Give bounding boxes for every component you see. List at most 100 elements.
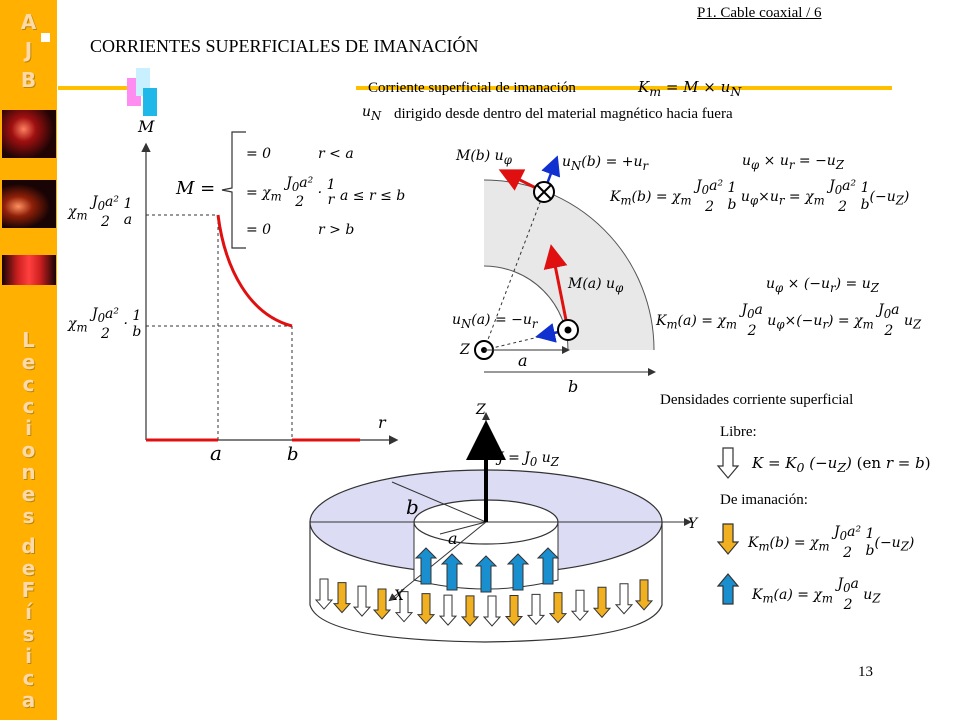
radius-a-3d	[439, 521, 487, 535]
outer-current-arrow	[482, 595, 502, 627]
sidebar-title-letter: í	[25, 600, 32, 624]
outer-current-arrow	[526, 593, 546, 626]
outer-current-arrow	[460, 595, 480, 627]
cyl-label-y: Y	[688, 516, 699, 532]
deco-square-cyan	[143, 88, 157, 116]
inner-current-arrow	[506, 553, 530, 591]
inner-current-arrow	[440, 553, 464, 591]
sidebar-title-letter: d	[21, 534, 36, 558]
inner-current-arrow	[474, 555, 498, 593]
radius-b-3d	[391, 481, 487, 523]
free-label: Libre:	[720, 424, 757, 440]
outer-current-arrow	[416, 593, 436, 625]
outer-current-arrow	[592, 586, 612, 619]
sidebar-title-letter: c	[22, 394, 35, 418]
sidebar-title-letter: e	[21, 556, 36, 580]
cyl-label-J: J = J0 uZ	[498, 450, 559, 469]
outer-current-arrow	[548, 592, 568, 624]
outer-current-arrow	[394, 591, 414, 623]
logo-letter-j: J	[24, 38, 33, 62]
km-definition: Km = M × uN	[638, 78, 742, 99]
magnetic-region	[484, 180, 654, 350]
x-axis-label: r	[378, 413, 387, 432]
cylinder-diagram: Z Y X b a	[309, 402, 699, 643]
logo-letter-a: A	[20, 10, 37, 34]
outer-current-arrow	[634, 579, 654, 611]
eq-cross-1: uφ × ur = −uZ	[742, 153, 844, 172]
densities-title: Densidades corriente superficial	[660, 392, 854, 408]
outer-current-arrow	[314, 578, 334, 610]
sidebar-title-letter: o	[21, 438, 36, 462]
outer-current-arrow	[332, 582, 352, 614]
label-ma: M(a) uφ	[568, 276, 624, 295]
ma-arrow	[543, 244, 570, 331]
sidebar-title-letter: c	[22, 666, 35, 690]
sidebar-title-letter: L	[22, 328, 35, 352]
case-2-cond: a ≤ r ≤ b	[340, 188, 406, 204]
cyl-label-x: X	[393, 588, 405, 604]
deco-bar-left	[58, 86, 146, 90]
sidebar-photo-3	[2, 255, 56, 285]
tick-b: b	[287, 444, 299, 465]
blue-arrow-icon	[716, 573, 740, 605]
cyl-label-b: b	[406, 495, 419, 519]
sidebar-title-letter: s	[22, 504, 35, 528]
tick-a: a	[210, 441, 222, 465]
outer-current-arrow	[352, 585, 372, 617]
surface-current-arrows	[314, 547, 654, 627]
y-axis-label: M	[137, 117, 155, 136]
section-diagram: Z a b	[459, 155, 656, 396]
intro-line-2: dirigido desde dentro del material magné…	[394, 106, 733, 122]
label-mb: M(b) uφ	[456, 148, 512, 167]
piecewise-brace	[221, 131, 246, 249]
logo-letter-b: B	[20, 68, 37, 92]
case-3-cond: r > b	[318, 222, 355, 238]
x-axis-3d	[388, 521, 487, 602]
sidebar-title-letter: c	[22, 372, 35, 396]
un-symbol: uN	[362, 104, 382, 123]
sidebar-photo-2	[2, 180, 56, 228]
sidebar-title-letter: e	[21, 482, 36, 506]
case-1-value: = 0	[246, 146, 272, 162]
curve-1-over-r	[216, 214, 293, 328]
sidebar-title-letter: e	[21, 350, 36, 374]
free-arrow-icon	[716, 447, 740, 479]
label-b: b	[568, 377, 578, 396]
intro-line-1: Corriente superficial de imanación	[368, 80, 576, 96]
free-eq: K = K0 (−uZ) (en r = b)	[752, 454, 931, 475]
inner-current-arrow	[536, 547, 560, 585]
mag-label: De imanación:	[720, 492, 808, 508]
label-una: uN(a) = −ur	[452, 312, 538, 331]
sidebar-title-letter: i	[25, 416, 32, 440]
cyl-label-z: Z	[475, 402, 486, 418]
outer-current-arrow	[438, 594, 458, 626]
inner-current-arrow	[414, 547, 438, 585]
case-1-cond: r < a	[318, 146, 354, 162]
cyl-label-a: a	[448, 529, 458, 548]
breadcrumb[interactable]: P1. Cable coaxial / 6	[697, 5, 822, 21]
page-title: CORRIENTES SUPERFICIALES DE IMANACIÓN	[90, 36, 479, 56]
sidebar-photo-1	[2, 110, 56, 158]
sidebar-title-letter: i	[25, 644, 32, 668]
sidebar-title-letter: s	[22, 622, 35, 646]
label-unb: uN(b) = +ur	[562, 154, 649, 173]
sidebar-title-letter: n	[21, 460, 36, 484]
deco-bar-right	[356, 86, 892, 90]
radius-b	[483, 191, 545, 351]
sidebar-title-letter: F	[21, 578, 36, 602]
outer-current-arrow	[614, 583, 634, 615]
outer-current-arrow	[504, 594, 524, 627]
label-z: Z	[459, 342, 470, 358]
logo-square	[41, 33, 50, 42]
page-number: 13	[858, 664, 873, 680]
magnetization-graph: M r a b	[137, 117, 399, 465]
outer-current-arrow	[372, 588, 392, 620]
sidebar-title-letter: a	[21, 688, 36, 712]
